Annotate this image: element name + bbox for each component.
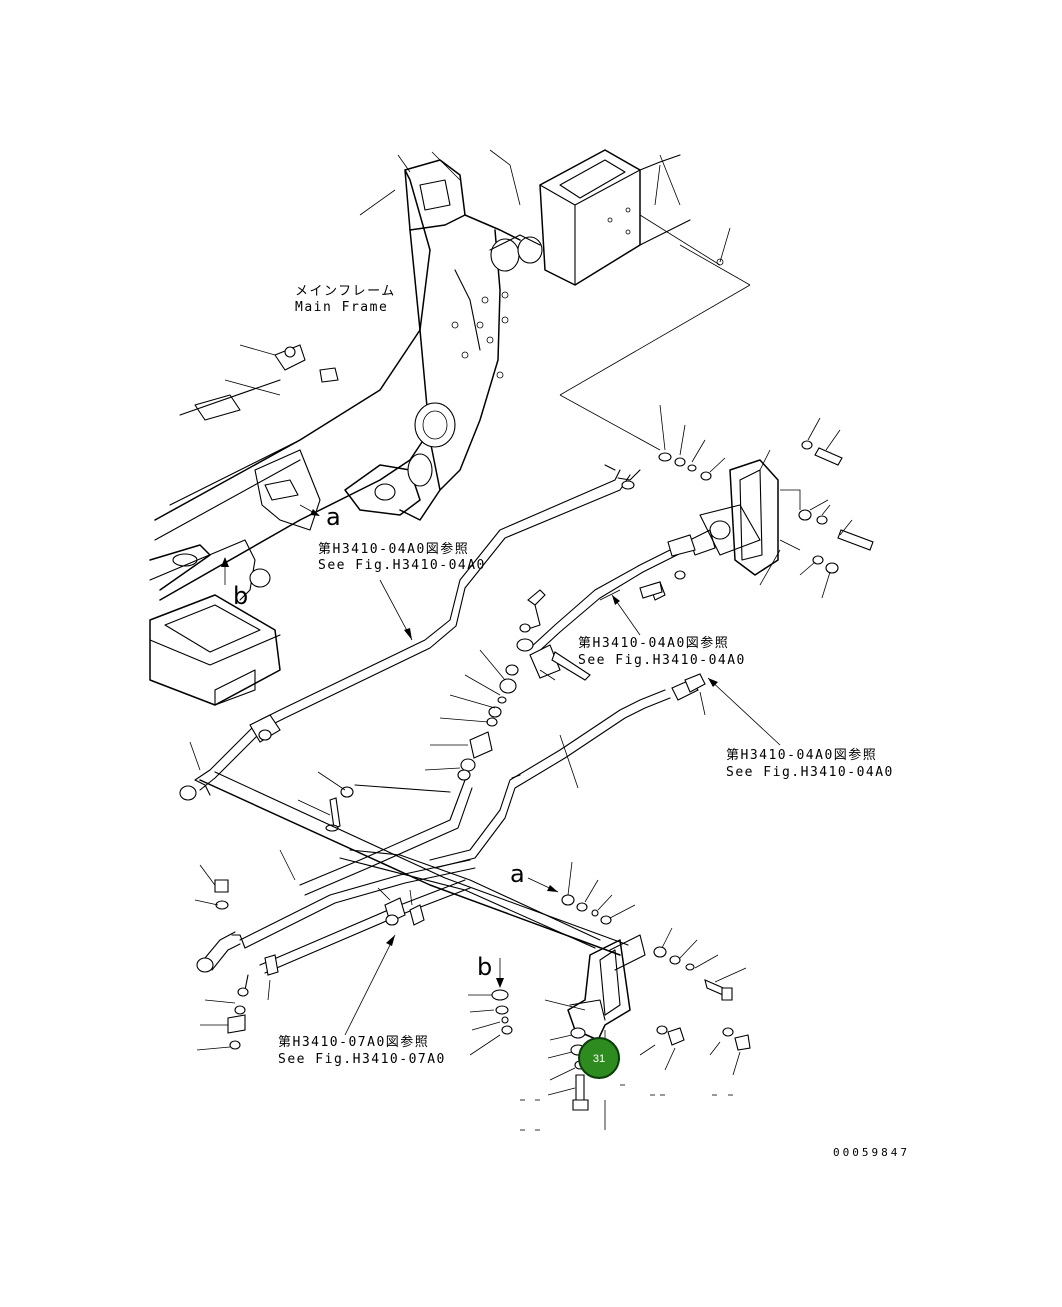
reference-label-jp-3: 第H3410-04A0図参照 [726, 747, 877, 763]
tube-assembly [179, 464, 706, 1051]
view-letter-b-bottom: b [477, 953, 492, 981]
reference-label-jp-1: 第H3410-04A0図参照 [318, 541, 469, 557]
part-callout-31[interactable]: 31 [578, 1037, 620, 1079]
main-frame-drawing [149, 149, 751, 706]
view-letter-a-bottom: a [510, 860, 525, 888]
view-letter-b-top: b [233, 582, 248, 610]
upper-right-hardware [658, 404, 874, 599]
reference-label-en-3: See Fig.H3410-04A0 [726, 765, 894, 780]
view-letter-a-top: a [326, 503, 341, 531]
reference-label-en-2: See Fig.H3410-04A0 [578, 653, 746, 668]
callout-number: 31 [593, 1053, 605, 1065]
reference-arrows [221, 504, 781, 1036]
diagram-labels: メインフレーム Main Frame 第H3410-04A0図参照 See Fi… [233, 284, 910, 1159]
reference-label-en-4: See Fig.H3410-07A0 [278, 1052, 446, 1067]
reference-label-jp-2: 第H3410-04A0図参照 [578, 635, 729, 651]
reference-label-jp-4: 第H3410-07A0図参照 [278, 1034, 429, 1050]
main-frame-en-label: Main Frame [295, 300, 388, 315]
main-frame-jp-label: メインフレーム [295, 284, 396, 299]
document-number: 00059847 [833, 1146, 910, 1159]
reference-label-en-1: See Fig.H3410-04A0 [318, 558, 486, 573]
